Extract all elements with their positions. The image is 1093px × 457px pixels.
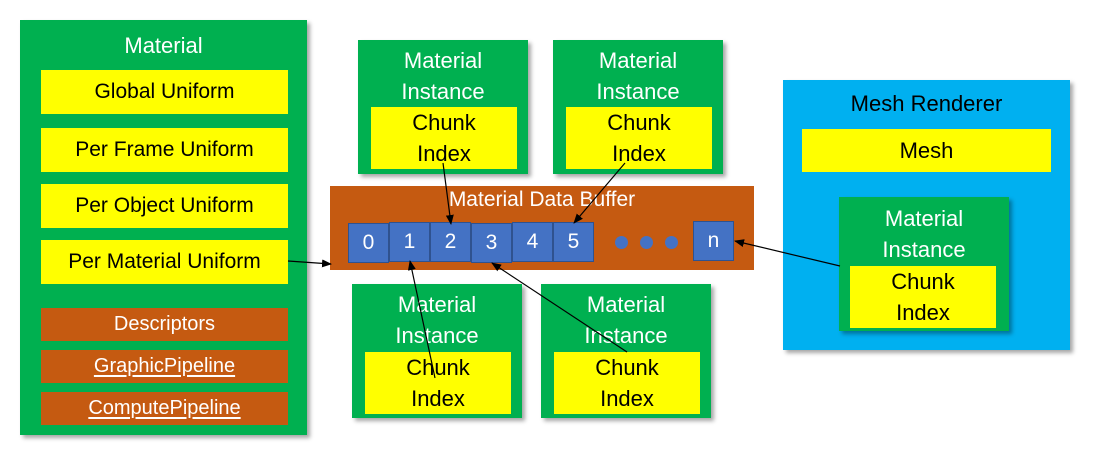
instance-title-line2: Instance: [401, 79, 485, 104]
global-uniform-box: Global Uniform: [41, 70, 288, 114]
chunk-index-box: Chunk Index: [554, 352, 700, 414]
ellipsis-dot: [640, 236, 653, 249]
chunk-index-box: Chunk Index: [371, 107, 517, 169]
instance-title-line2: Instance: [395, 323, 479, 348]
per-frame-uniform-box: Per Frame Uniform: [41, 128, 288, 172]
buffer-title: Material Data Buffer: [448, 188, 636, 211]
chunk-label: Chunk: [891, 269, 955, 294]
index-label: Index: [896, 300, 950, 325]
instance-title-line1: Material: [403, 48, 483, 73]
mesh-renderer-panel: Mesh Renderer Mesh Material Instance Chu…: [783, 80, 1070, 350]
buffer-cell-5: 5: [553, 222, 594, 262]
instance-title-line1: Material: [397, 292, 477, 317]
ellipsis-dot: [665, 236, 678, 249]
chunk-label: Chunk: [595, 355, 659, 380]
ellipsis-dot: [615, 236, 628, 249]
material-title: Material: [124, 33, 203, 58]
mesh-box: Mesh: [802, 129, 1051, 172]
buffer-cell-1: 1: [389, 222, 430, 262]
buffer-cell-0: 0: [348, 223, 389, 263]
chunk-label: Chunk: [412, 110, 476, 135]
material-instance-top-left: Material Instance Chunk Index: [358, 40, 528, 174]
material-panel: Material Global Uniform Per Frame Unifor…: [20, 20, 307, 435]
material-instance-bottom-left: Material Instance Chunk Index: [352, 284, 522, 418]
material-instance-bottom-right: Material Instance Chunk Index: [541, 284, 711, 418]
graphic-pipeline-label: GraphicPipeline: [93, 355, 236, 377]
index-label: Index: [411, 386, 465, 411]
index-label: Index: [417, 141, 471, 166]
mesh-renderer-title: Mesh Renderer: [850, 91, 1003, 116]
graphic-pipeline-box: GraphicPipeline: [41, 350, 288, 383]
per-object-uniform-box: Per Object Uniform: [41, 184, 288, 228]
chunk-label: Chunk: [607, 110, 671, 135]
chunk-index-box: Chunk Index: [566, 107, 712, 169]
chunk-index-box: Chunk Index: [365, 352, 511, 414]
material-data-buffer: Material Data Buffer 0 1 2 3 4 5 n: [330, 186, 754, 270]
mesh-material-instance: Material Instance Chunk Index: [839, 197, 1009, 331]
buffer-cell-2: 2: [430, 222, 471, 262]
compute-pipeline-label: ComputePipeline: [88, 397, 241, 419]
chunk-label: Chunk: [406, 355, 470, 380]
material-instance-top-right: Material Instance Chunk Index: [553, 40, 723, 174]
per-material-uniform-box: Per Material Uniform: [41, 240, 288, 284]
buffer-cell-3: 3: [471, 223, 512, 263]
instance-title-line2: Instance: [584, 323, 668, 348]
index-label: Index: [612, 141, 666, 166]
instance-title-line1: Material: [884, 206, 964, 231]
instance-title-line1: Material: [586, 292, 666, 317]
buffer-cell-n: n: [693, 221, 734, 261]
compute-pipeline-box: ComputePipeline: [41, 392, 288, 425]
instance-title-line2: Instance: [882, 237, 966, 262]
instance-title-line2: Instance: [596, 79, 680, 104]
index-label: Index: [600, 386, 654, 411]
descriptors-box: Descriptors: [41, 308, 288, 341]
buffer-cell-4: 4: [512, 222, 553, 262]
chunk-index-box: Chunk Index: [850, 266, 996, 328]
instance-title-line1: Material: [598, 48, 678, 73]
